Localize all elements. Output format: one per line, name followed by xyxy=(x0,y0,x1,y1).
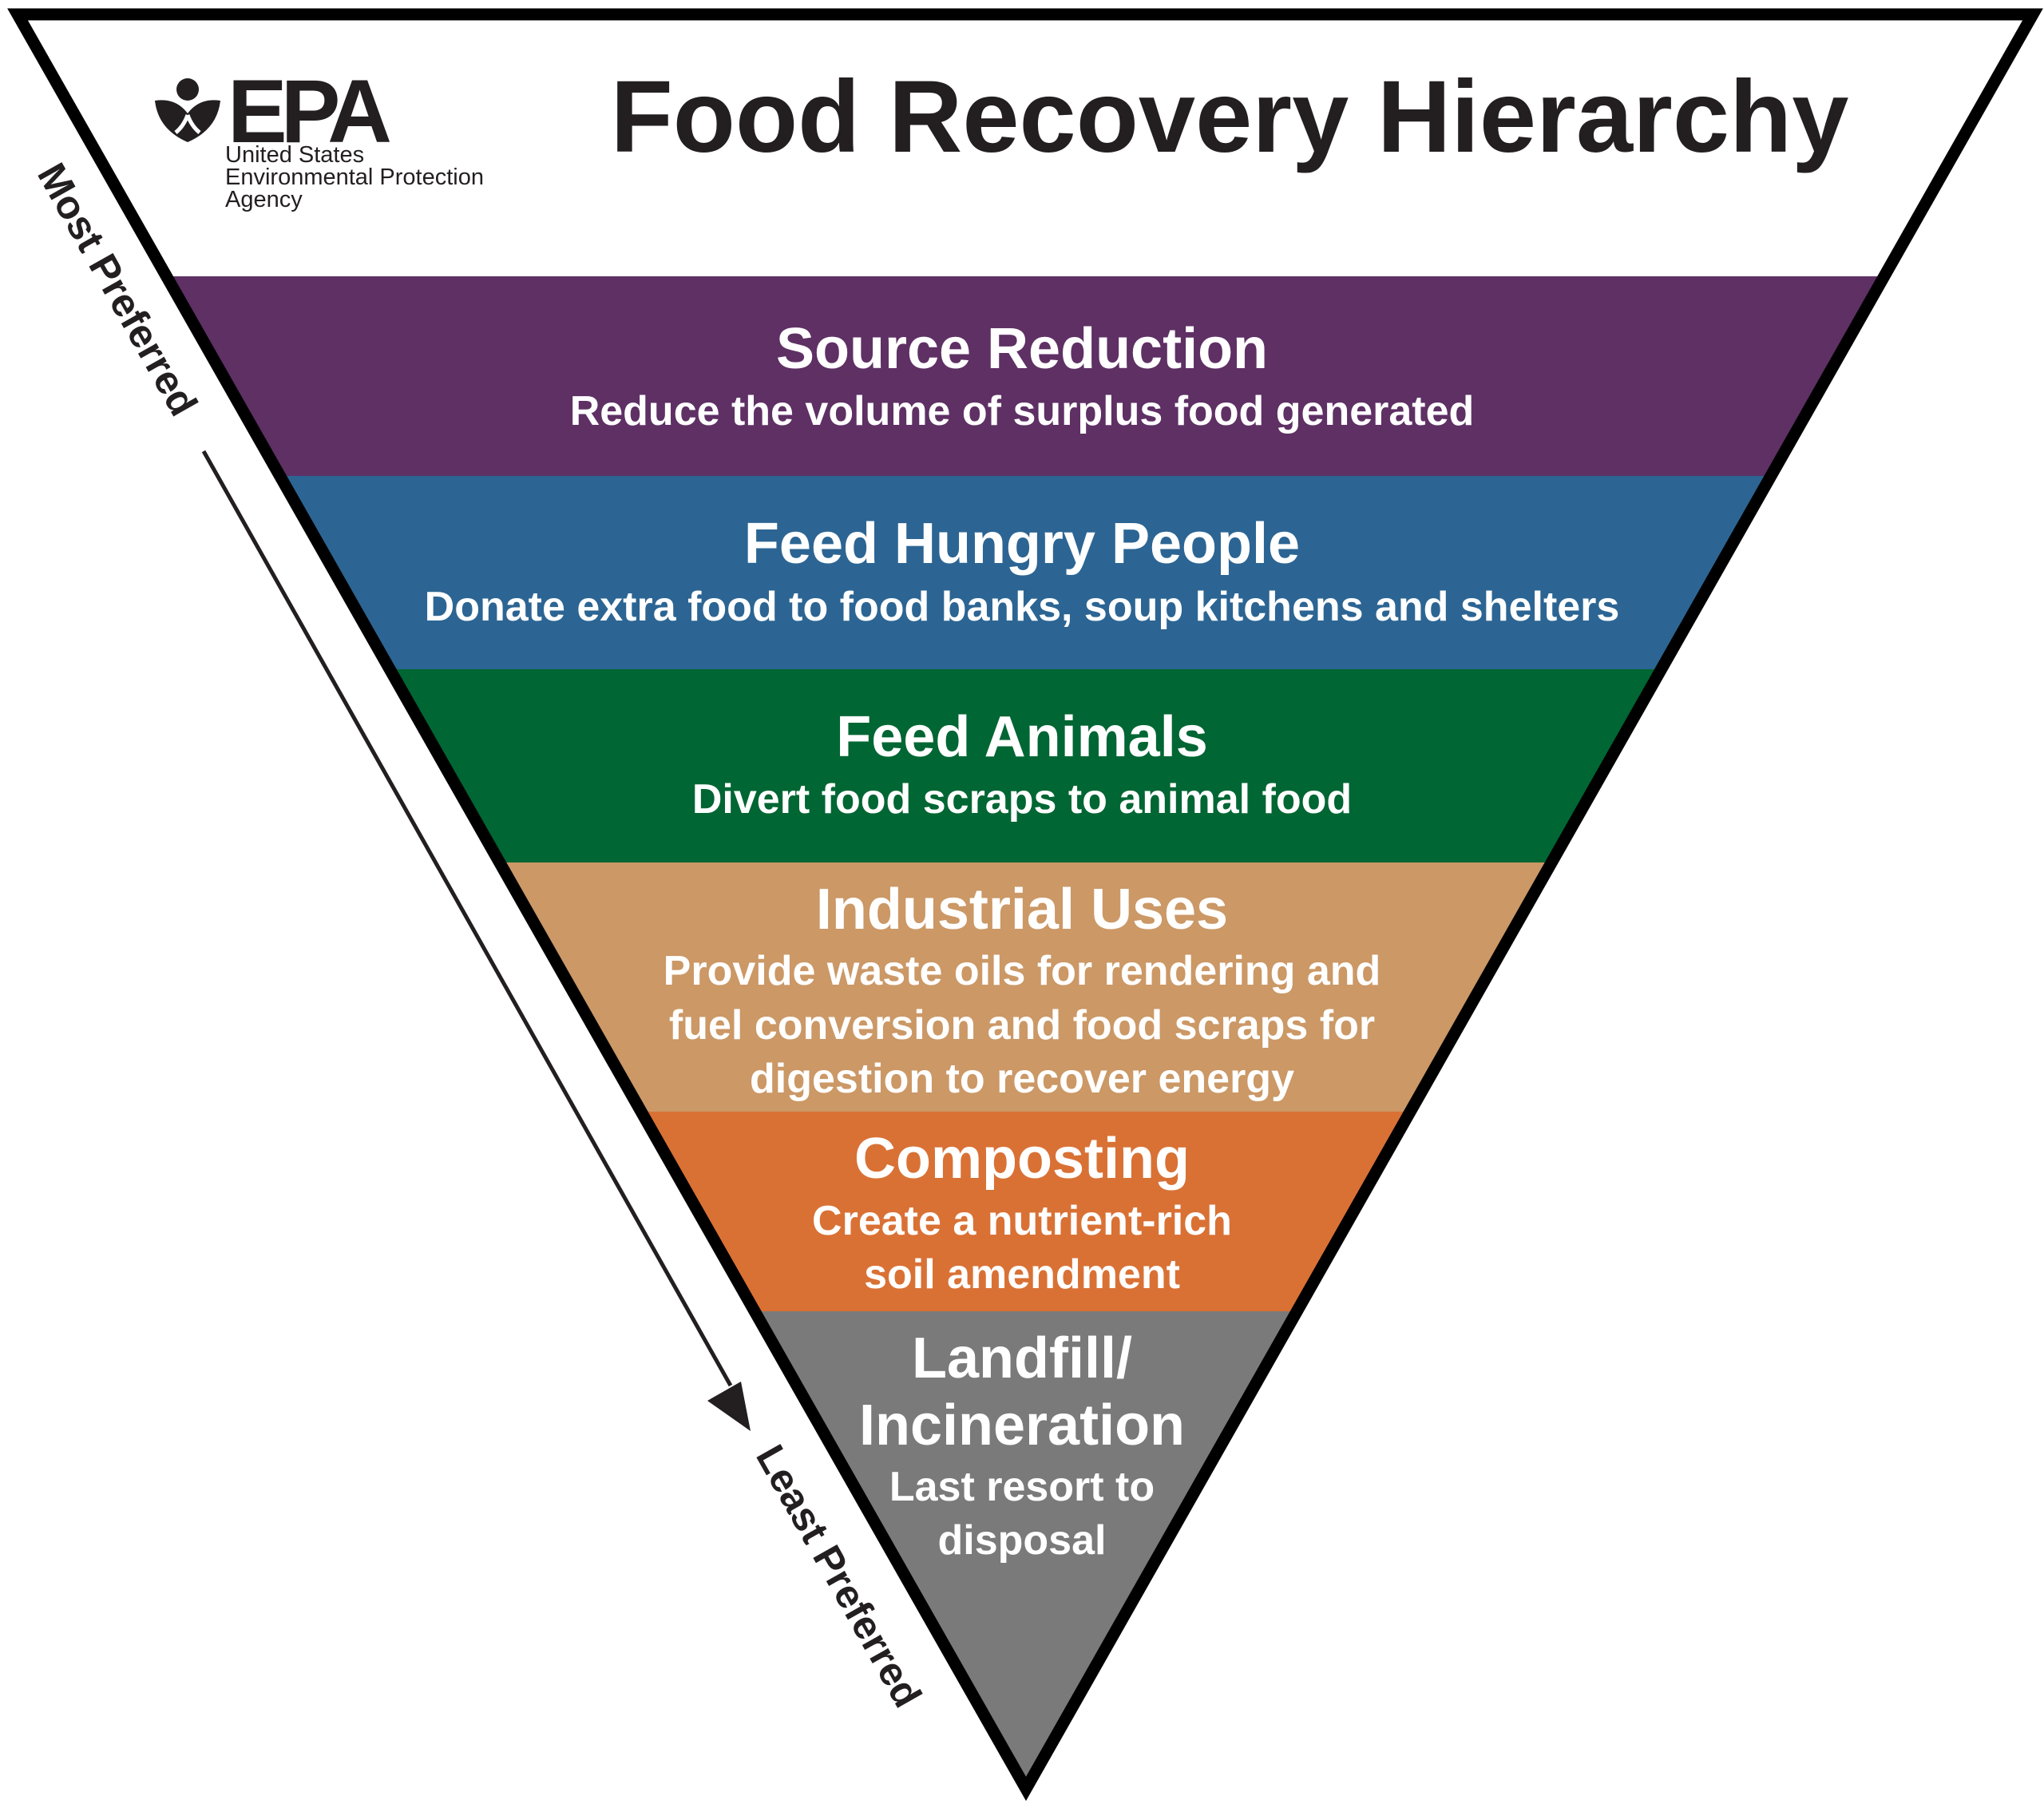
tier-description: digestion to recover energy xyxy=(750,1056,1294,1102)
tier-description: Provide waste oils for rendering and xyxy=(663,948,1381,994)
tier-description: soil amendment xyxy=(864,1251,1180,1298)
tier-title: Feed Animals xyxy=(836,705,1208,769)
tier-band xyxy=(279,476,1771,669)
tier-title: Incineration xyxy=(858,1394,1186,1457)
tier-title: Industrial Uses xyxy=(815,878,1229,942)
tier-title: Feed Hungry People xyxy=(743,512,1301,576)
epa-wordmark: EPA xyxy=(228,61,392,161)
preference-arrow xyxy=(201,450,751,1431)
tier-title: Landfill/ xyxy=(912,1326,1132,1390)
tier-title: Composting xyxy=(854,1127,1190,1191)
tier-band xyxy=(390,669,1662,862)
arrow-head-icon xyxy=(707,1382,751,1431)
tier-title: Source Reduction xyxy=(775,317,1269,381)
epa-flower-icon xyxy=(155,78,220,142)
tier-band xyxy=(755,1311,1297,1789)
tier-band xyxy=(499,862,1552,1112)
tier-description: Divert food scraps to animal food xyxy=(691,776,1353,823)
tier-band xyxy=(166,276,1884,476)
tier-description: Donate extra food to food banks, soup ki… xyxy=(424,584,1620,630)
tier-band xyxy=(640,1112,1411,1311)
page-title: Food Recovery Hierarchy xyxy=(610,60,1849,174)
pyramid-outline xyxy=(7,8,2043,1802)
tier-description: fuel conversion and food scraps for xyxy=(668,1002,1376,1049)
agency-line: Agency xyxy=(225,187,303,212)
agency-line: Environmental Protection xyxy=(225,165,484,190)
tier-description: Last resort to xyxy=(889,1464,1155,1510)
tier-description: Reduce the volume of surplus food genera… xyxy=(569,388,1475,434)
agency-line: United States xyxy=(225,142,365,168)
epa-logo: EPA United States Environmental Protecti… xyxy=(152,61,527,214)
tier-description: Create a nutrient-rich xyxy=(812,1198,1232,1244)
tier-description: disposal xyxy=(937,1517,1107,1564)
